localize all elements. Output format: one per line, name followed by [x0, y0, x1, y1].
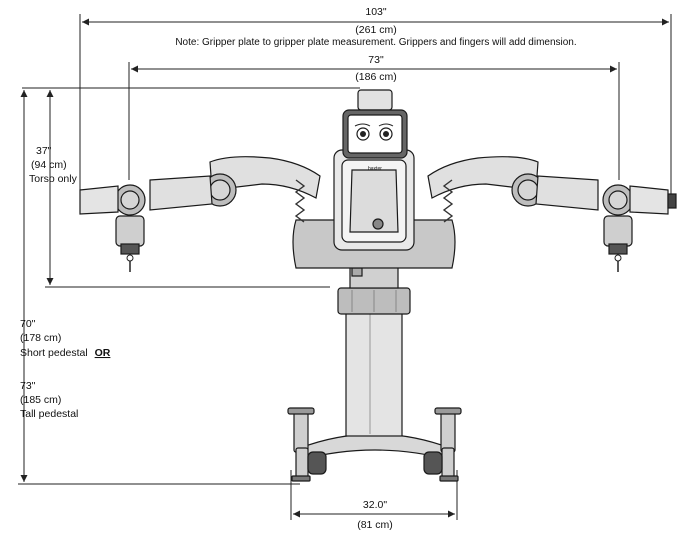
short-pedestal-caption: Short pedestal OR [20, 347, 111, 359]
total-span-inches: 103" [365, 6, 387, 18]
tall-pedestal-inches: 73" [20, 380, 36, 392]
pedestal-base [287, 407, 462, 482]
robot-illustration: baxter [79, 89, 677, 482]
total-span-cm: (261 cm) [355, 24, 396, 36]
left-arm [79, 156, 321, 272]
or-connector: OR [95, 347, 111, 359]
total-span-note: Note: Gripper plate to gripper plate mea… [175, 37, 576, 48]
elbow-span-cm: (186 cm) [355, 71, 396, 83]
torso-inches: 37" [36, 145, 52, 157]
right-arm [427, 156, 677, 272]
torso: baxter [292, 149, 456, 269]
svg-text:baxter: baxter [368, 166, 382, 172]
short-pedestal-caption-text: Short pedestal [20, 347, 88, 359]
elbow-span-inches: 73" [368, 54, 384, 66]
head [342, 89, 408, 159]
dimension-lines [18, 14, 672, 520]
tall-pedestal-cm: (185 cm) [20, 394, 61, 406]
tall-pedestal-caption: Tall pedestal [20, 408, 78, 420]
base-width-cm: (81 cm) [357, 519, 393, 531]
pedestal-column [337, 245, 411, 437]
torso-caption: Torso only [29, 173, 78, 185]
torso-cm: (94 cm) [31, 159, 67, 171]
base-width-inches: 32.0" [363, 499, 387, 511]
short-pedestal-cm: (178 cm) [20, 332, 61, 344]
dimension-labels: 103" (261 cm) Note: Gripper plate to gri… [20, 6, 577, 531]
short-pedestal-inches: 70" [20, 318, 36, 330]
